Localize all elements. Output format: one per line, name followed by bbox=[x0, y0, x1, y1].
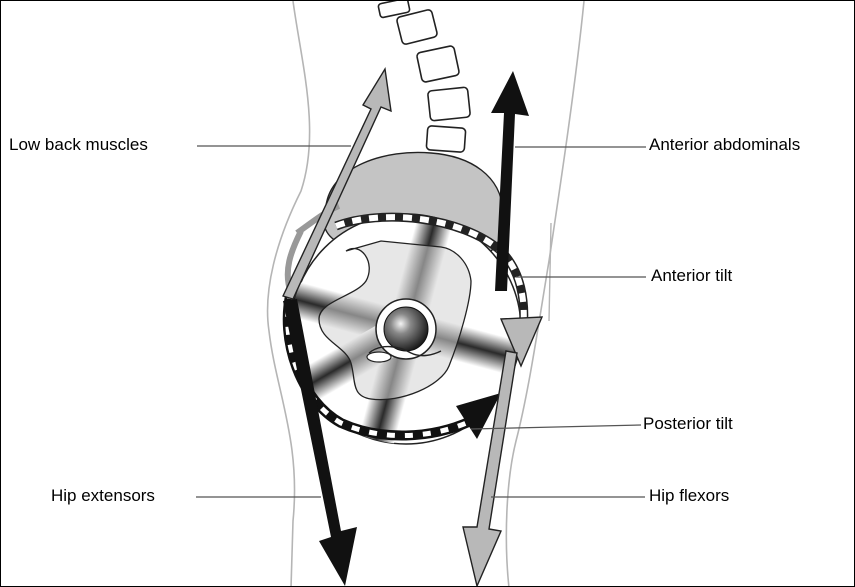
label-hip-extensors: Hip extensors bbox=[51, 486, 155, 506]
label-anterior-tilt: Anterior tilt bbox=[651, 266, 732, 286]
front-body-inner-outline bbox=[549, 223, 551, 321]
label-anterior-abdominals: Anterior abdominals bbox=[649, 135, 800, 155]
label-low-back-muscles: Low back muscles bbox=[9, 135, 148, 155]
label-hip-flexors: Hip flexors bbox=[649, 486, 729, 506]
label-posterior-tilt: Posterior tilt bbox=[643, 414, 733, 434]
spine-vertebrae bbox=[378, 1, 471, 152]
